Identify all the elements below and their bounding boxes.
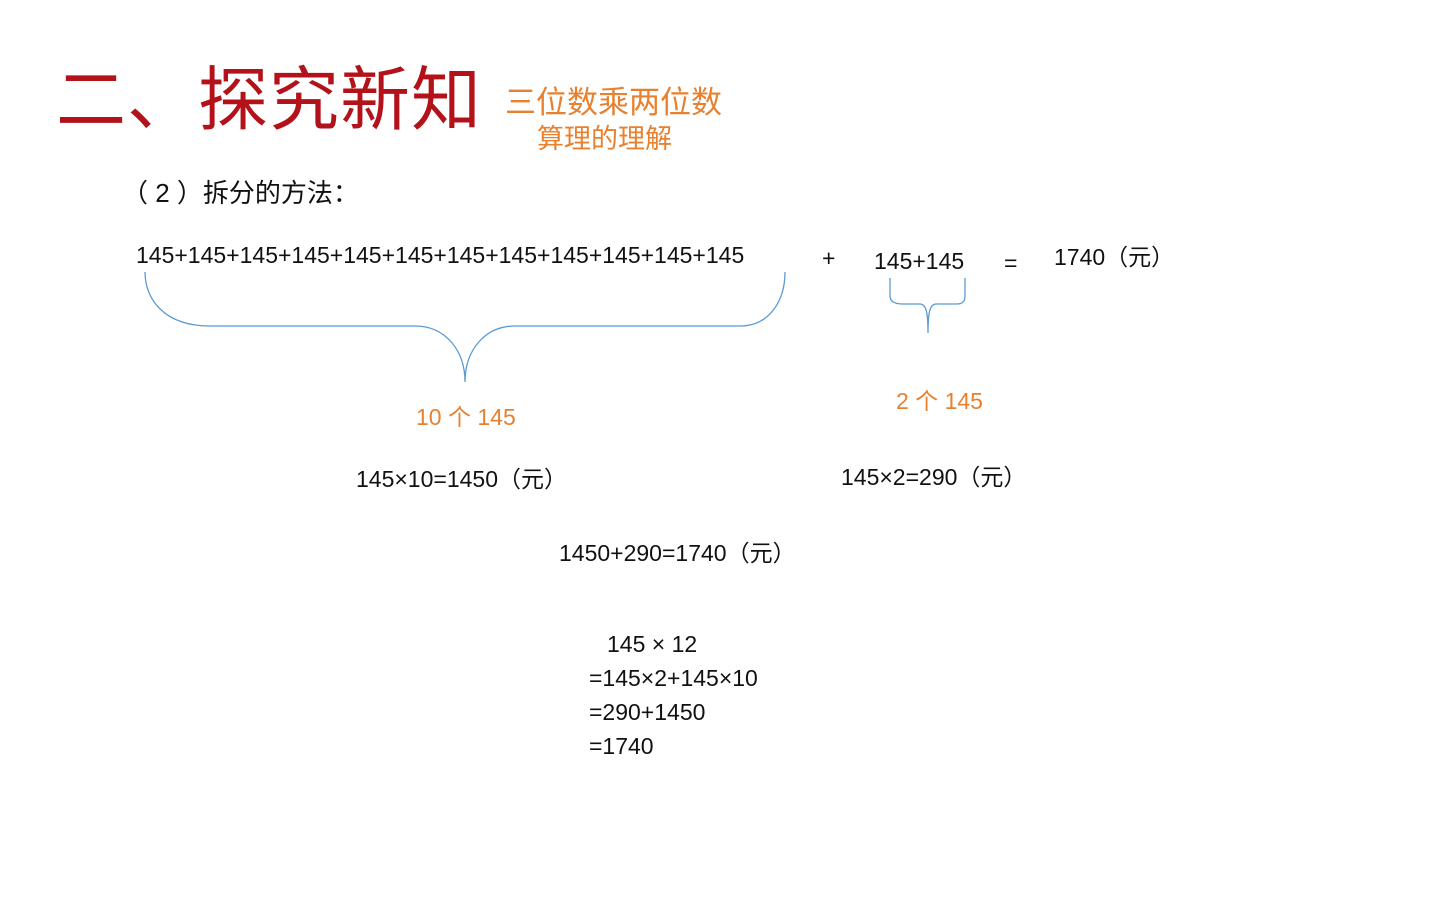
page-title: 二、探究新知	[56, 61, 482, 139]
vertical-calc-line-4: =1740	[589, 733, 654, 759]
large-brace	[144, 271, 786, 383]
plus-sign: +	[822, 245, 836, 271]
vertical-calc-line-2: =145×2+145×10	[589, 665, 758, 691]
equals-sign: =	[1004, 250, 1018, 276]
vertical-calc-line-1: 145 × 12	[607, 631, 698, 657]
two-groups-label: 2 个 145	[896, 388, 983, 414]
two-product-equation: 145×2=290（元）	[841, 464, 1027, 490]
total-equation: 1450+290=1740（元）	[559, 540, 796, 566]
ten-product-equation: 145×10=1450（元）	[356, 466, 567, 492]
subtitle-line-1: 三位数乘两位数	[505, 85, 722, 120]
small-brace	[889, 278, 966, 334]
vertical-calc-line-3: =290+1450	[589, 699, 706, 725]
method-label: （ 2 ）拆分的方法：	[122, 178, 359, 208]
short-sum-expression: 145+145	[874, 248, 965, 274]
ten-groups-label: 10 个 145	[416, 404, 516, 430]
long-sum-expression: 145+145+145+145+145+145+145+145+145+145+…	[136, 242, 745, 268]
sum-result: 1740（元）	[1054, 244, 1175, 270]
subtitle-line-2: 算理的理解	[537, 124, 672, 154]
